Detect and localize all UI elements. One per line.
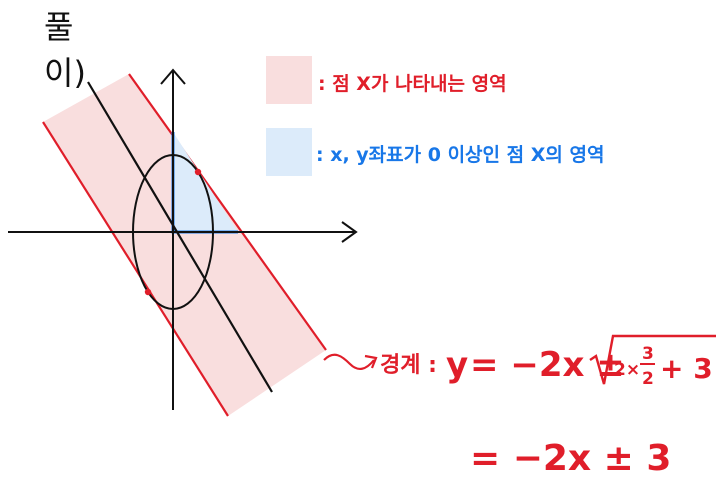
fraction-denominator: 2 [642, 369, 654, 389]
title-line-2: 이) [44, 54, 86, 92]
title-line-1: 풀 [44, 8, 73, 46]
equation-prefix: 경계 : [380, 353, 437, 378]
legend-blue-label: : x, y좌표가 0 이상인 점 X의 영역 [316, 144, 604, 166]
sqrt-part-2: + 3 [660, 352, 713, 385]
upper-boundary-line [128, 73, 327, 351]
blue-region-triangle [173, 132, 238, 232]
legend-red-swatch [266, 56, 312, 104]
sqrt-part-1: 2× [614, 360, 640, 380]
tangent-point-lower [144, 288, 152, 296]
legend-blue-swatch [266, 128, 312, 176]
tangent-point-upper [194, 168, 202, 176]
center-line [87, 81, 273, 393]
lower-boundary-line [42, 121, 229, 417]
equation-lhs: y [446, 345, 468, 385]
legend-red-label: : 점 X가 나타내는 영역 [318, 73, 507, 95]
y-axis-arrow-icon [160, 68, 186, 85]
fraction-numerator: 3 [642, 344, 654, 364]
sqrt-sign [589, 334, 716, 385]
equation-line-2: = −2x ± 3 [470, 438, 671, 479]
squiggle-arrow-icon [323, 353, 375, 370]
x-axis-arrow-icon [341, 221, 358, 243]
ellipse [132, 154, 214, 310]
squiggle-arrow-head-icon [364, 354, 378, 369]
